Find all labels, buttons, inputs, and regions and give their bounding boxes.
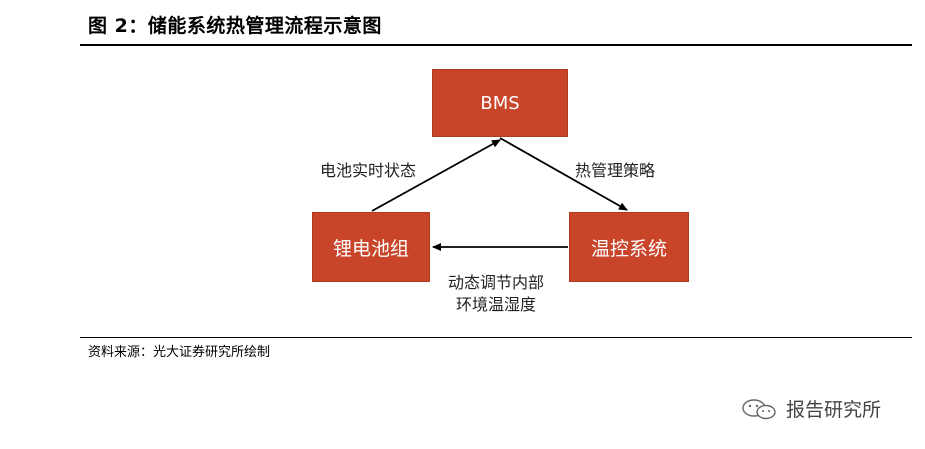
watermark: 报告研究所 bbox=[740, 395, 881, 422]
figure-source: 资料来源：光大证券研究所绘制 bbox=[88, 345, 271, 360]
node-thermal-control: 温控系统 bbox=[569, 212, 689, 282]
source-rule bbox=[80, 337, 912, 338]
edge-label-thermal-strategy: 热管理策略 bbox=[575, 161, 656, 180]
node-battery-pack: 锂电池组 bbox=[312, 212, 430, 282]
title-rule bbox=[80, 44, 912, 46]
arrow-bms-to-thermal bbox=[499, 137, 628, 211]
edge-label-env-line1: 动态调节内部 bbox=[447, 273, 544, 292]
wechat-logo-icon bbox=[742, 398, 776, 419]
watermark-text: 报告研究所 bbox=[786, 399, 882, 421]
edge-label-env-line2: 环境温湿度 bbox=[455, 295, 536, 314]
figure-title: 图 2：储能系统热管理流程示意图 bbox=[88, 15, 382, 37]
edge-label-battery-state: 电池实时状态 bbox=[320, 161, 417, 180]
node-bms: BMS bbox=[432, 69, 568, 137]
arrow-battery-to-bms bbox=[371, 139, 501, 212]
edge-label-env-adjust: 动态调节内部 环境温湿度 bbox=[436, 272, 556, 316]
